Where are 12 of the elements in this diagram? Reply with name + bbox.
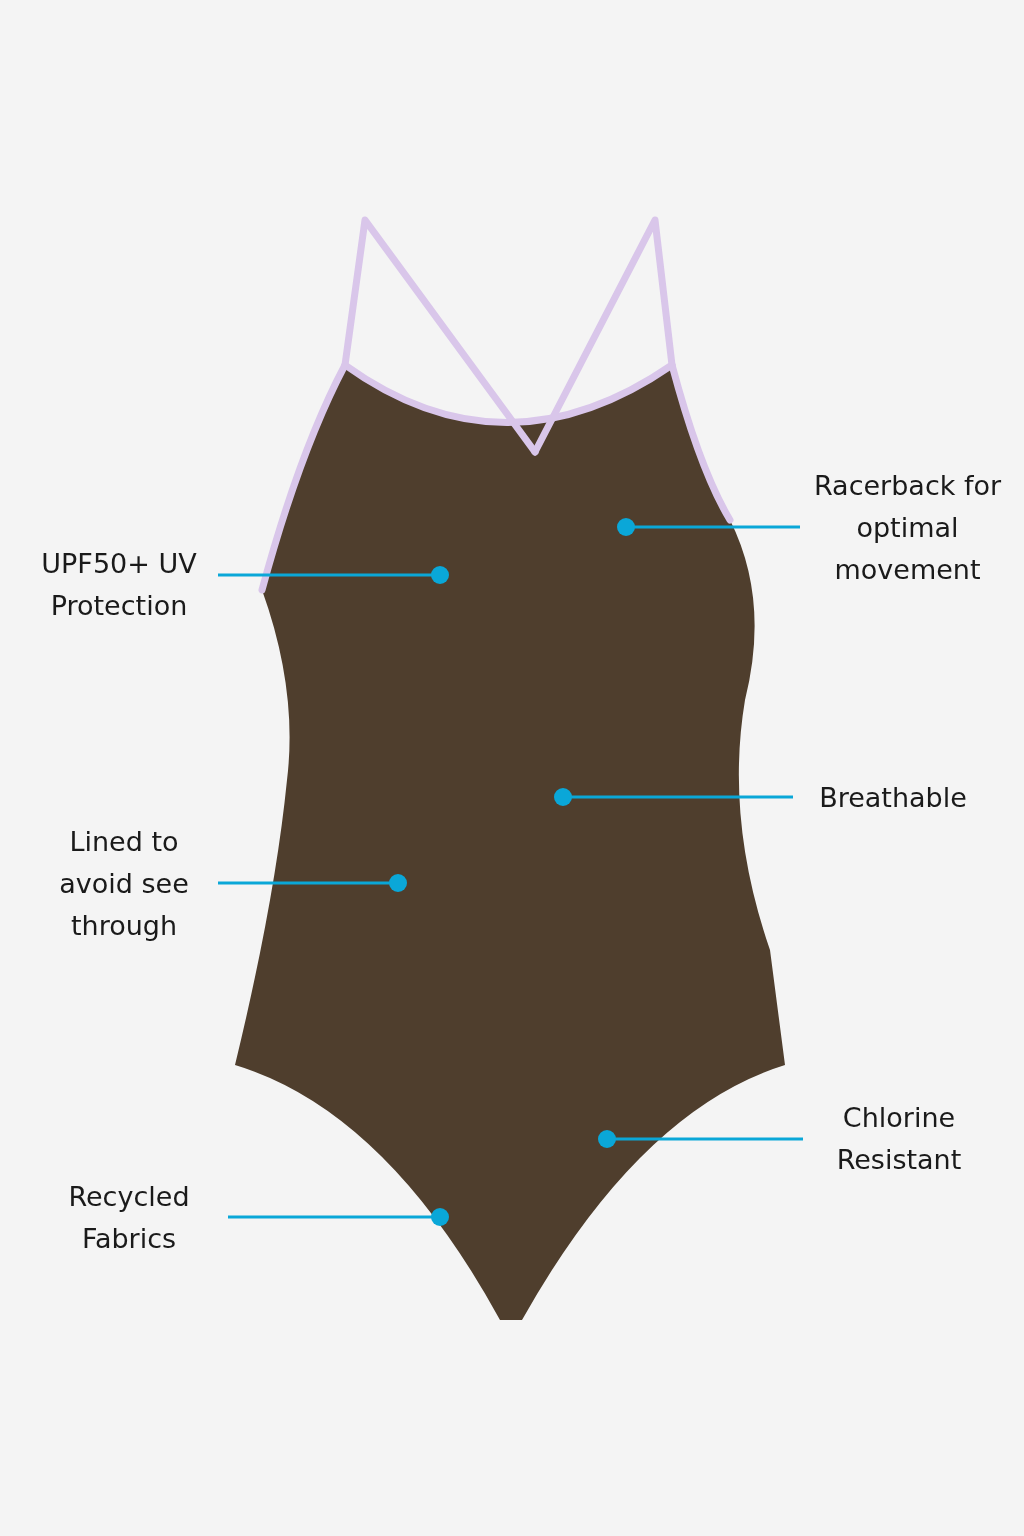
leader-line xyxy=(617,518,800,536)
leader-line xyxy=(598,1130,803,1148)
callout-text: Breathable xyxy=(819,780,967,815)
callout-text: Recycled Fabrics xyxy=(67,1180,191,1256)
callout-text: Chlorine Resistant xyxy=(835,1101,963,1177)
leader-line xyxy=(228,1208,449,1226)
callout-text: Lined to avoid see through xyxy=(58,825,190,943)
callout-text: UPF50+ UV Protection xyxy=(40,547,198,623)
leader-line xyxy=(554,788,793,806)
leader-line xyxy=(218,874,407,892)
leader-line xyxy=(218,566,449,584)
callout-text: Racerback for optimal movement xyxy=(812,468,1003,587)
